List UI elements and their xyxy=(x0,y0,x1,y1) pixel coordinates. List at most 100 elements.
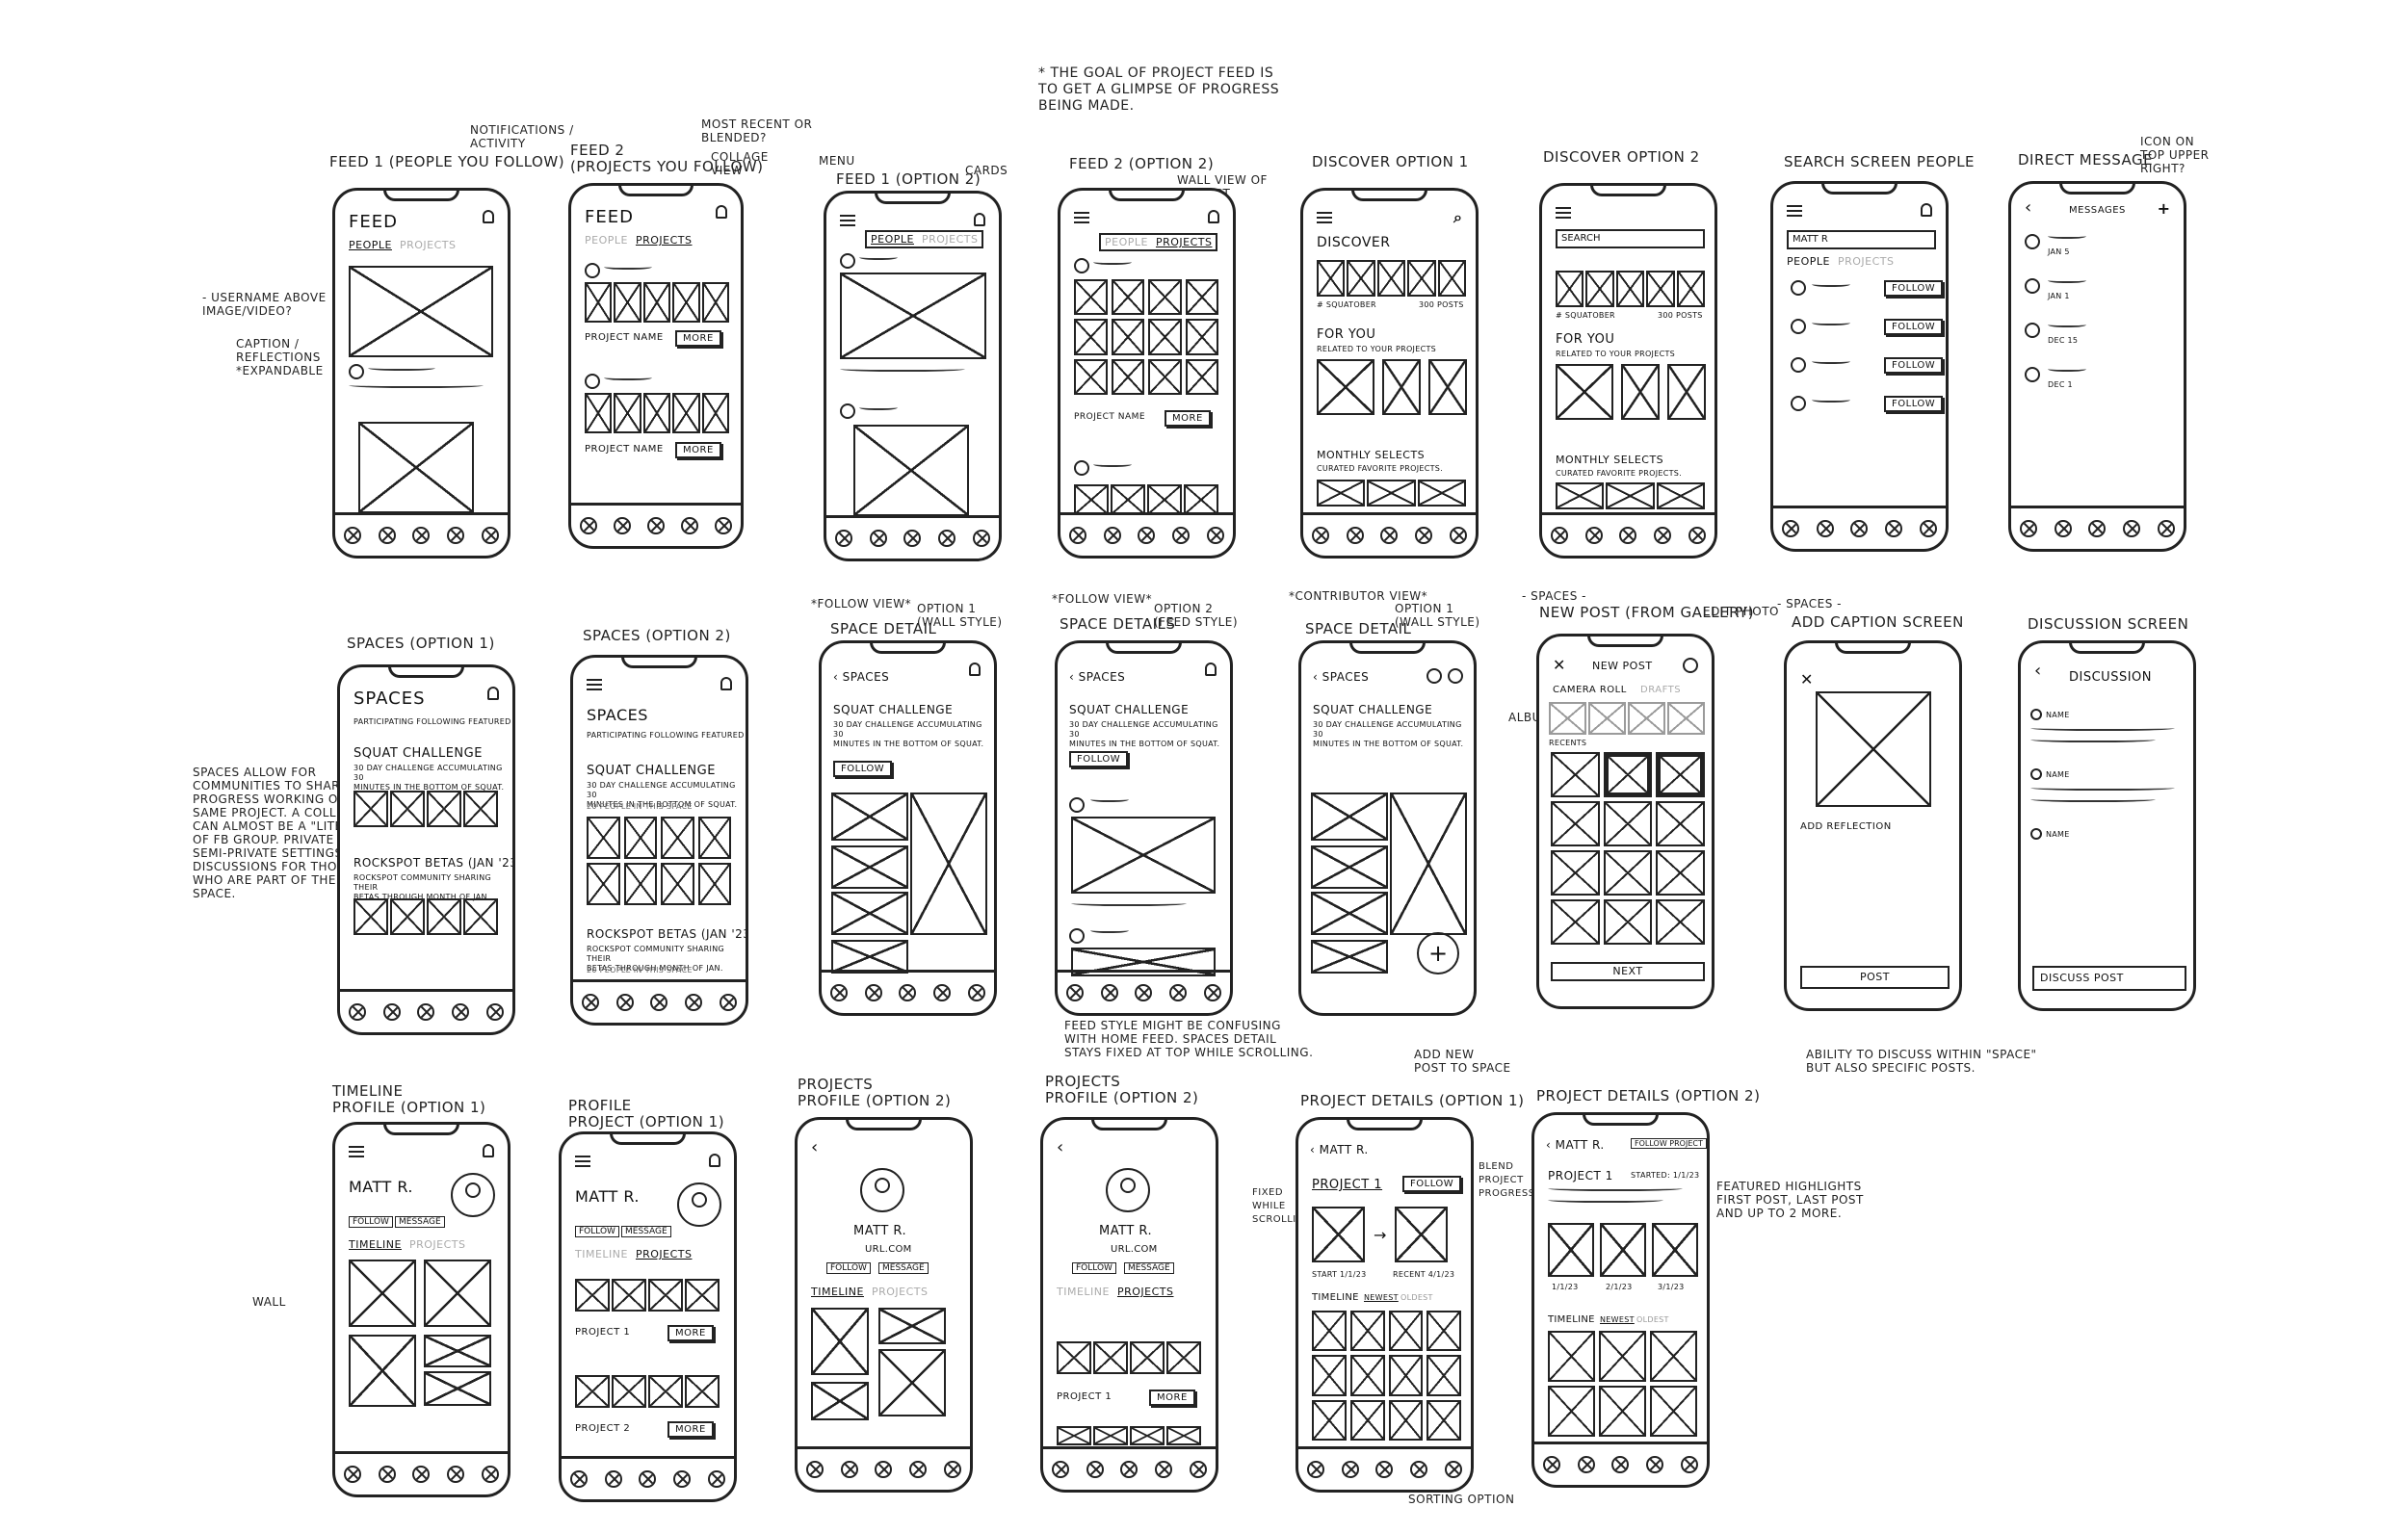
spaces-icon[interactable] xyxy=(1410,1461,1428,1478)
search-icon[interactable] xyxy=(1100,984,1118,1001)
menu-icon[interactable] xyxy=(1317,212,1332,223)
follow-button[interactable]: Follow xyxy=(826,1262,871,1274)
avatar[interactable] xyxy=(2025,234,2040,249)
add-icon[interactable] xyxy=(412,527,431,544)
bell-icon[interactable] xyxy=(483,1144,494,1157)
more-button[interactable]: More xyxy=(667,1325,714,1341)
timeline-grid[interactable] xyxy=(1548,1331,1697,1437)
profile-icon[interactable] xyxy=(1920,520,1938,537)
home-icon[interactable] xyxy=(1068,527,1086,544)
timeline-tile[interactable] xyxy=(424,1371,491,1406)
follow-button[interactable]: Follow xyxy=(1884,280,1944,297)
search-icon[interactable] xyxy=(1577,1456,1595,1473)
spaces-icon[interactable] xyxy=(1415,527,1433,544)
space-collage[interactable] xyxy=(353,898,498,935)
space-title[interactable]: Squat challenge xyxy=(587,764,716,778)
tab-timeline[interactable]: Timeline xyxy=(349,1238,402,1251)
back-icon[interactable]: ‹ xyxy=(1057,1137,1064,1157)
post-button[interactable]: Post xyxy=(1800,966,1950,989)
post-image[interactable] xyxy=(358,422,474,513)
spaces-icon[interactable] xyxy=(1654,527,1672,544)
more-button[interactable]: More xyxy=(675,330,721,347)
message-button[interactable]: Message xyxy=(395,1216,445,1228)
add-icon[interactable] xyxy=(417,1003,435,1021)
spaces-icon[interactable] xyxy=(938,530,956,547)
hashtag-label[interactable]: # Squatober xyxy=(1556,311,1615,320)
home-icon[interactable] xyxy=(834,530,852,547)
timeline-tile[interactable] xyxy=(878,1308,946,1344)
profile-icon[interactable] xyxy=(708,1470,726,1488)
avatar[interactable] xyxy=(349,364,364,379)
timeline-tile[interactable] xyxy=(424,1260,491,1327)
wall-tile[interactable] xyxy=(831,792,908,841)
profile-url[interactable]: url.com xyxy=(1111,1244,1158,1255)
more-button[interactable]: More xyxy=(1165,410,1211,427)
follow-button[interactable]: Follow xyxy=(1884,396,1944,412)
profile-icon[interactable] xyxy=(1204,984,1222,1001)
search-icon[interactable] xyxy=(613,517,631,534)
spaces-icon[interactable] xyxy=(681,517,699,534)
tab-camera-roll[interactable]: Camera roll xyxy=(1553,685,1627,695)
profile-avatar[interactable] xyxy=(860,1168,904,1212)
timeline-grid[interactable] xyxy=(1312,1311,1461,1441)
home-icon[interactable] xyxy=(829,984,848,1001)
tab-projects[interactable]: Projects xyxy=(1116,1286,1174,1298)
message-button[interactable]: Message xyxy=(1124,1262,1174,1274)
back-link[interactable]: ‹ Spaces xyxy=(833,670,890,684)
spaces-icon[interactable] xyxy=(1155,1461,1173,1478)
avatar[interactable] xyxy=(1074,258,1089,273)
spaces-tabs[interactable]: Participating Following Featured xyxy=(587,731,745,740)
spaces-icon[interactable] xyxy=(1169,984,1188,1001)
add-icon[interactable] xyxy=(875,1461,893,1478)
space-title[interactable]: Rockspot betas (Jan '23) xyxy=(587,927,748,941)
home-icon[interactable] xyxy=(579,517,597,534)
home-icon[interactable] xyxy=(581,994,599,1011)
sort-oldest[interactable]: Oldest xyxy=(1636,1315,1669,1324)
monthly-row[interactable] xyxy=(1556,482,1705,509)
search-icon[interactable] xyxy=(615,994,634,1011)
wall-tile[interactable] xyxy=(910,792,987,935)
avatar[interactable] xyxy=(585,374,600,389)
project-card[interactable] xyxy=(1667,364,1706,420)
search-icon[interactable] xyxy=(864,984,882,1001)
project-collage[interactable] xyxy=(1057,1341,1201,1374)
tab-people[interactable]: People xyxy=(1105,236,1148,248)
collage-row[interactable] xyxy=(585,282,730,323)
wall-tile[interactable] xyxy=(1311,845,1388,889)
settings-icon[interactable] xyxy=(1426,668,1442,684)
space-grid[interactable] xyxy=(587,817,731,905)
profile-icon[interactable] xyxy=(944,1461,962,1478)
bell-icon[interactable] xyxy=(969,663,981,676)
more-button[interactable]: More xyxy=(1149,1390,1195,1406)
sort-newest[interactable]: Newest xyxy=(1364,1293,1399,1302)
add-icon[interactable] xyxy=(1850,520,1869,537)
profile-url[interactable]: url.com xyxy=(865,1244,912,1255)
follow-button[interactable]: Follow xyxy=(1402,1176,1462,1192)
menu-icon[interactable] xyxy=(575,1156,590,1167)
profile-icon[interactable] xyxy=(715,517,733,534)
post-card[interactable] xyxy=(840,273,986,359)
spaces-icon[interactable] xyxy=(685,994,703,1011)
profile-icon[interactable] xyxy=(1681,1456,1699,1473)
avatar[interactable] xyxy=(2025,367,2040,382)
search-icon[interactable]: ⌕ xyxy=(1453,208,1462,226)
avatar[interactable] xyxy=(1791,357,1806,373)
sort-oldest[interactable]: Oldest xyxy=(1400,1293,1433,1302)
follow-button[interactable]: Follow xyxy=(1884,319,1944,335)
search-icon[interactable] xyxy=(1086,1461,1104,1478)
tab-timeline[interactable]: Timeline xyxy=(575,1248,628,1260)
profile-icon[interactable] xyxy=(1190,1461,1208,1478)
home-icon[interactable] xyxy=(343,1466,361,1483)
add-icon[interactable] xyxy=(899,984,917,1001)
tab-projects[interactable]: Projects xyxy=(635,1248,693,1260)
tab-drafts[interactable]: Drafts xyxy=(1640,685,1682,695)
search-icon[interactable] xyxy=(1346,527,1364,544)
back-icon[interactable]: ‹ xyxy=(2025,197,2032,218)
avatar[interactable] xyxy=(1069,797,1085,813)
spaces-icon[interactable] xyxy=(909,1461,928,1478)
tab-projects[interactable]: Projects xyxy=(408,1238,466,1251)
add-icon[interactable] xyxy=(1619,527,1637,544)
message-button[interactable]: Message xyxy=(621,1226,671,1237)
add-icon[interactable] xyxy=(903,530,922,547)
back-icon[interactable]: ‹ xyxy=(2034,661,2042,681)
